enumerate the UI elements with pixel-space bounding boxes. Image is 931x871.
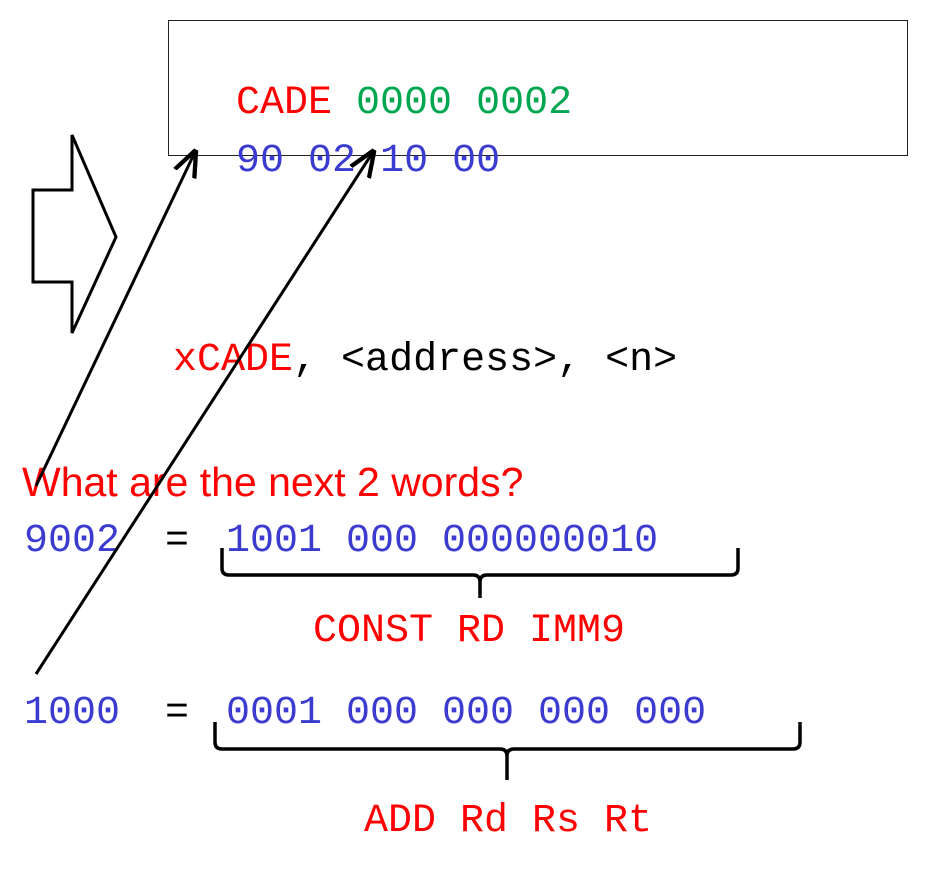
hex-line-2: 90 02 10 00 [188,102,500,182]
row1-hex: 9002 [24,519,121,564]
block-right-arrow-icon [31,134,118,334]
hex-byte-3: 10 [380,139,429,184]
row2-hex: 1000 [24,691,121,736]
row2-equals: = [165,691,190,736]
hex-address-word: 0000 [356,81,453,126]
curly-brace-icon [213,722,802,780]
hex-magic-word: CADE [236,81,333,126]
directive-line: xCADE, <address>, <n> [125,301,677,381]
hex-dump-box [168,20,908,156]
hex-count-word: 0002 [476,81,573,126]
hex-byte-1: 90 [236,139,285,184]
row2-label: ADD Rd Rs Rt [364,799,653,844]
hex-byte-4: 00 [452,139,501,184]
arrow-pointer-icon [34,152,373,675]
hex-byte-2: 02 [308,139,357,184]
curly-brace-icon [220,548,740,598]
directive-args: , <address>, <n> [293,338,678,383]
directive-keyword: xCADE [173,338,294,383]
row2-binary: 0001 000 000 000 000 [226,691,707,736]
row1-equals: = [165,519,190,564]
hex-line-1: CADE 0000 0002 [188,44,572,124]
row1-label: CONST RD IMM9 [313,609,626,654]
arrow-pointer-icon [34,152,195,487]
row1-binary: 1001 000 000000010 [226,519,659,564]
